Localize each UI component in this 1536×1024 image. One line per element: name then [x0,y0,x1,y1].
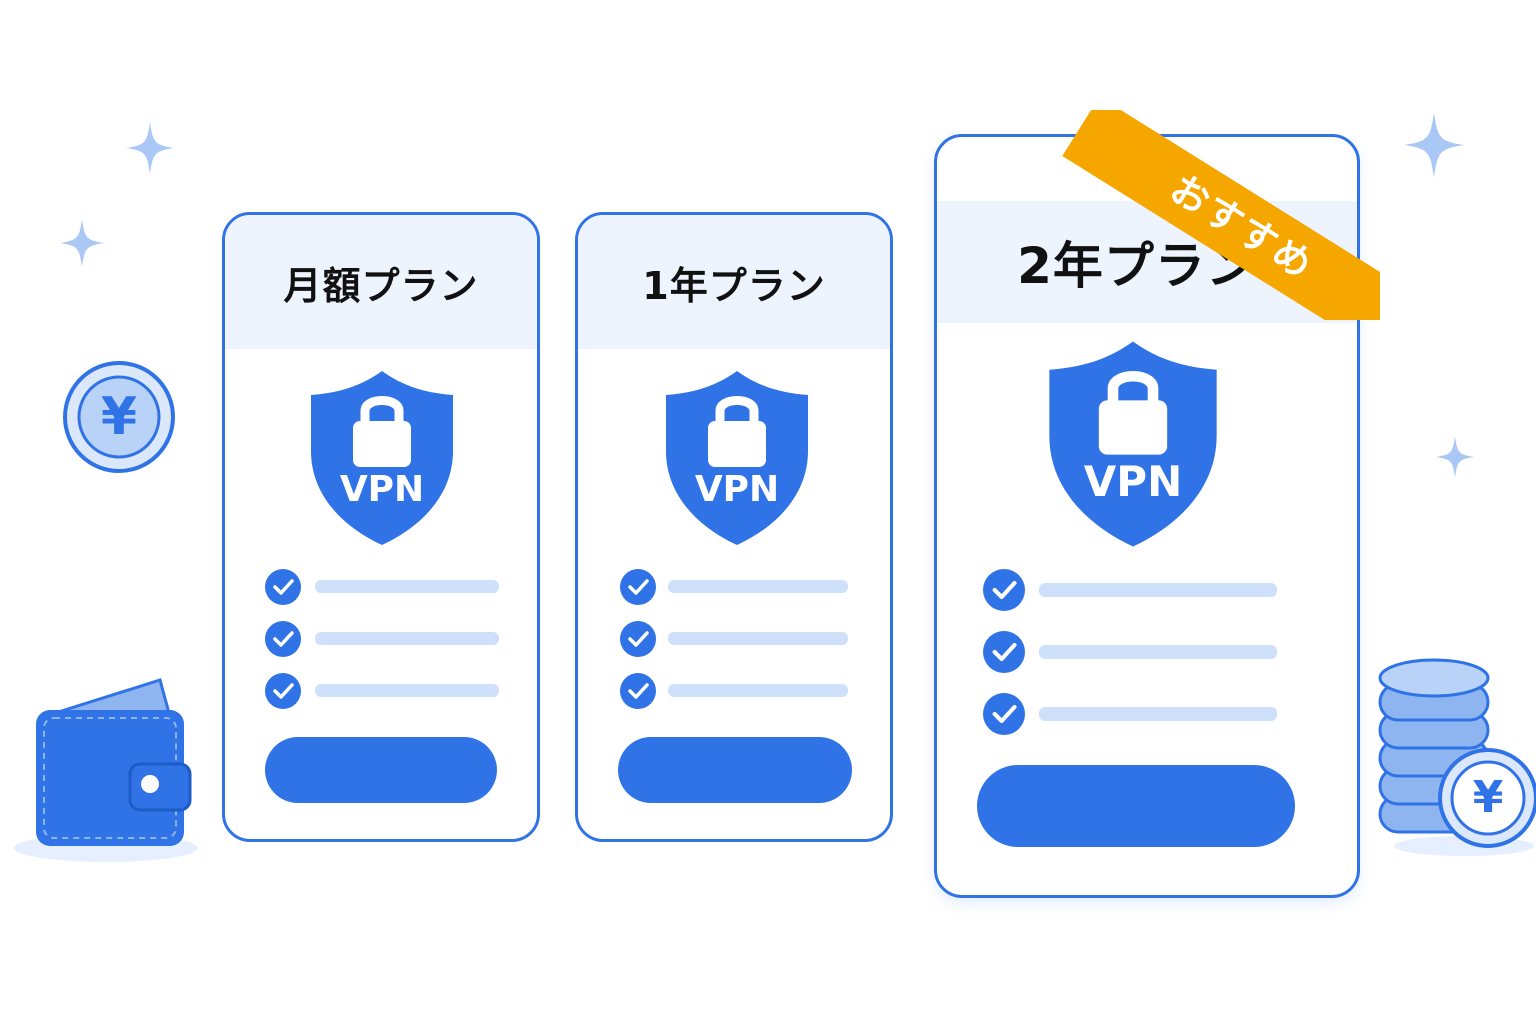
sparkle-icon [1404,112,1464,178]
shield-label: VPN [1083,457,1183,506]
check-icon [620,569,656,605]
plan-card-2-year: 2年プラン VPN [934,134,1360,898]
feature-row [225,671,537,711]
coin-symbol: ¥ [100,387,138,447]
feature-placeholder-line [315,580,499,593]
coin-symbol: ¥ [1472,772,1504,823]
check-icon [983,693,1025,735]
feature-row [225,567,537,607]
check-icon [620,621,656,657]
feature-placeholder-line [315,684,499,697]
plan-title: 月額プラン [283,263,479,308]
plan-card-1-year: 1年プラン VPN [575,212,893,842]
select-plan-button[interactable] [618,737,852,803]
shield-label: VPN [339,469,425,510]
feature-row [937,631,1357,675]
check-icon [265,569,301,605]
recommended-ribbon: おすすめ [1000,110,1380,320]
sparkle-icon [126,122,174,174]
feature-row [578,671,890,711]
vpn-shield-icon: VPN [1047,339,1219,549]
plan-card-header: 1年プラン [578,215,890,349]
feature-row [937,693,1357,737]
plan-title: 1年プラン [642,263,826,308]
check-icon [620,673,656,709]
select-plan-button[interactable] [265,737,497,803]
feature-row [578,619,890,659]
feature-placeholder-line [668,684,848,697]
check-icon [265,673,301,709]
feature-placeholder-line [1039,707,1277,721]
wallet-icon [14,678,198,862]
yen-coin-icon: ¥ [62,360,176,474]
select-plan-button[interactable] [977,765,1295,847]
feature-placeholder-line [1039,583,1277,597]
feature-placeholder-line [668,632,848,645]
check-icon [983,631,1025,673]
sparkle-icon [60,219,104,267]
feature-placeholder-line [315,632,499,645]
vpn-shield-icon: VPN [664,369,810,547]
recommended-badge: おすすめ [1062,110,1380,320]
shield-label: VPN [694,469,780,510]
sparkle-icon [1436,436,1474,478]
check-icon [983,569,1025,611]
feature-row [225,619,537,659]
coin-stack-icon: ¥ [1374,656,1536,856]
feature-row [937,569,1357,613]
feature-placeholder-line [1039,645,1277,659]
feature-row [578,567,890,607]
plan-card-header: 月額プラン [225,215,537,349]
feature-placeholder-line [668,580,848,593]
check-icon [265,621,301,657]
plan-card-monthly: 月額プラン VPN [222,212,540,842]
vpn-shield-icon: VPN [309,369,455,547]
